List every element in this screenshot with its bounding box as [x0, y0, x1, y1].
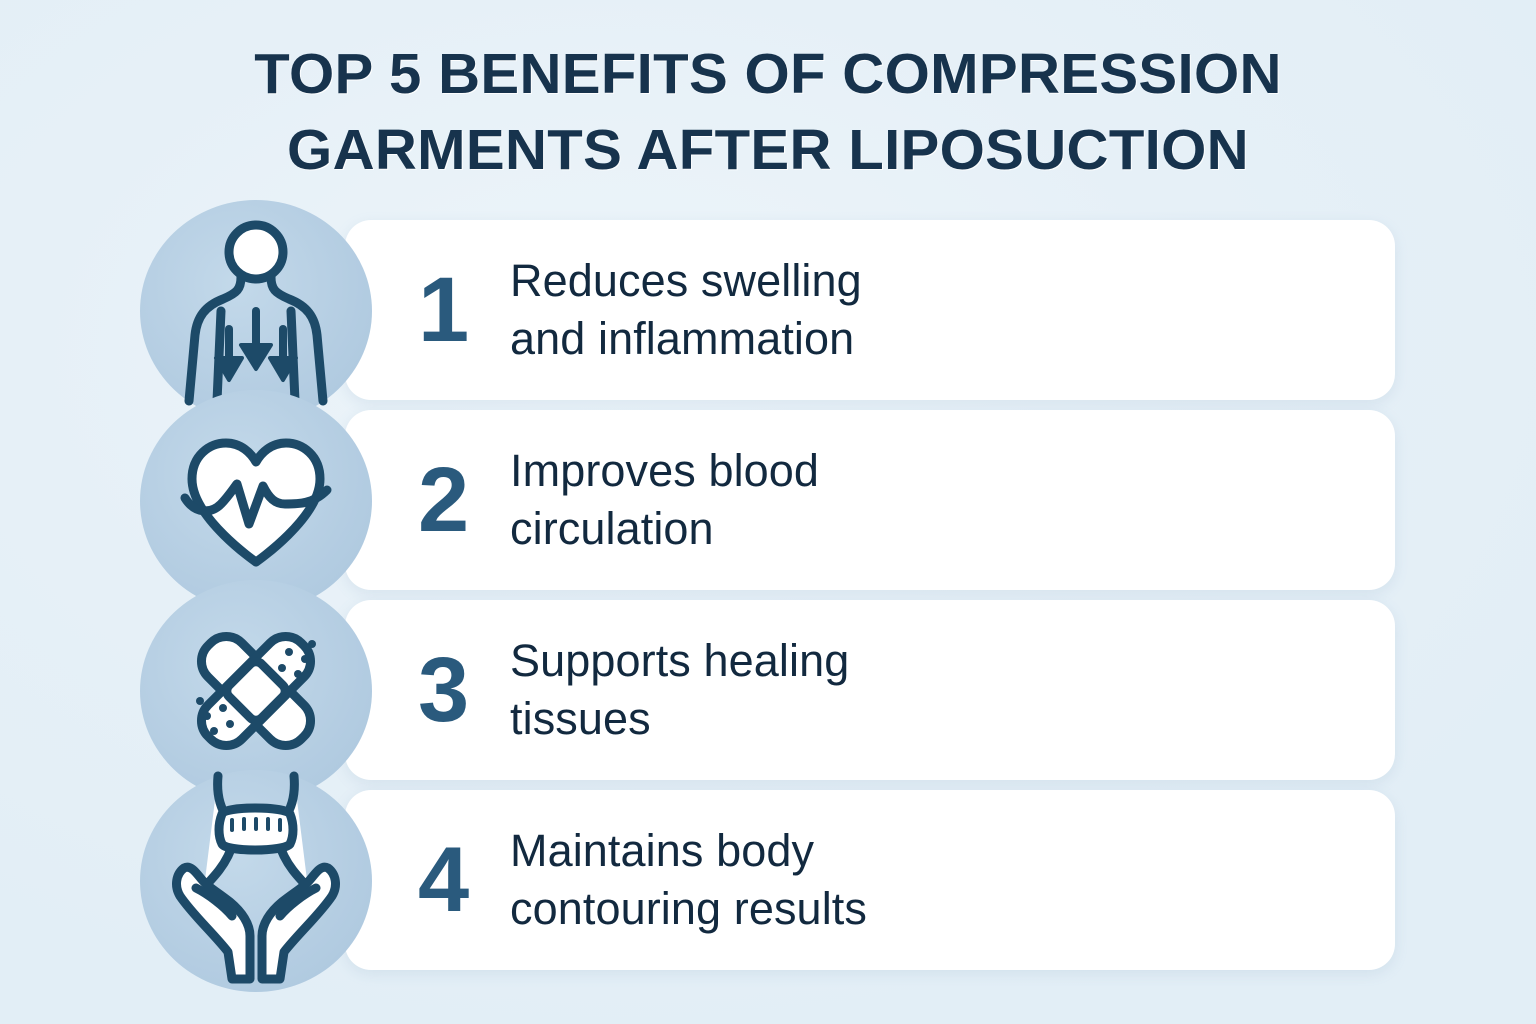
heart-pulse-icon — [180, 438, 331, 567]
benefit-number: 2 — [418, 449, 470, 551]
benefit-label-line-1: Improves blood — [510, 444, 820, 496]
benefit-card — [345, 600, 1395, 780]
benefit-label-line-2: tissues — [510, 693, 651, 744]
benefit-number: 4 — [418, 829, 470, 931]
page-title-line-2: GARMENTS AFTER LIPOSUCTION — [287, 118, 1249, 183]
benefit-content: 4 Maintains body contouring results — [418, 790, 1398, 970]
crossed-bandages-icon — [196, 631, 316, 751]
benefit-icon-circle — [140, 770, 372, 992]
benefit-icon-circle — [140, 200, 372, 422]
list-item: 1 Reduces swelling and inflammation — [140, 200, 1398, 422]
hands-waist-measuring-tape-icon — [172, 771, 340, 983]
benefit-label-line-1: Supports healing — [510, 634, 850, 686]
benefit-content: 2 Improves blood circulation — [418, 410, 1398, 590]
list-item: 2 Improves blood circulation — [140, 390, 1398, 612]
benefit-label-line-2: and inflammation — [510, 313, 855, 364]
benefit-content: 1 Reduces swelling and inflammation — [418, 220, 1398, 400]
page-title: TOP 5 BENEFITS OF COMPRESSION GARMENTS A… — [0, 36, 1536, 189]
page-title-line-1: TOP 5 BENEFITS OF COMPRESSION — [254, 42, 1282, 106]
benefit-icon-circle — [140, 390, 372, 612]
benefit-card — [345, 410, 1395, 590]
benefit-label: Supports healing tissues — [510, 632, 849, 749]
benefit-number: 1 — [418, 259, 470, 361]
benefit-label-line-1: Reduces swelling — [510, 254, 862, 306]
benefit-content: 3 Supports healing tissues — [418, 600, 1398, 780]
benefit-card — [345, 220, 1395, 400]
benefit-label-line-2: circulation — [510, 503, 714, 554]
benefit-card — [345, 790, 1395, 970]
benefit-label-line-1: Maintains body — [510, 824, 815, 876]
benefit-number: 3 — [418, 639, 470, 741]
benefit-label: Reduces swelling and inflammation — [510, 252, 862, 369]
list-item: 4 Maintains body contouring results — [140, 770, 1398, 992]
benefit-label: Improves blood circulation — [510, 442, 819, 559]
body-downward-arrows-icon — [184, 220, 328, 405]
list-item: 3 Supports healing tissues — [140, 580, 1398, 802]
benefit-label: Maintains body contouring results — [510, 822, 867, 939]
benefit-label-line-2: contouring results — [510, 883, 867, 934]
benefit-icon-circle — [140, 580, 372, 802]
